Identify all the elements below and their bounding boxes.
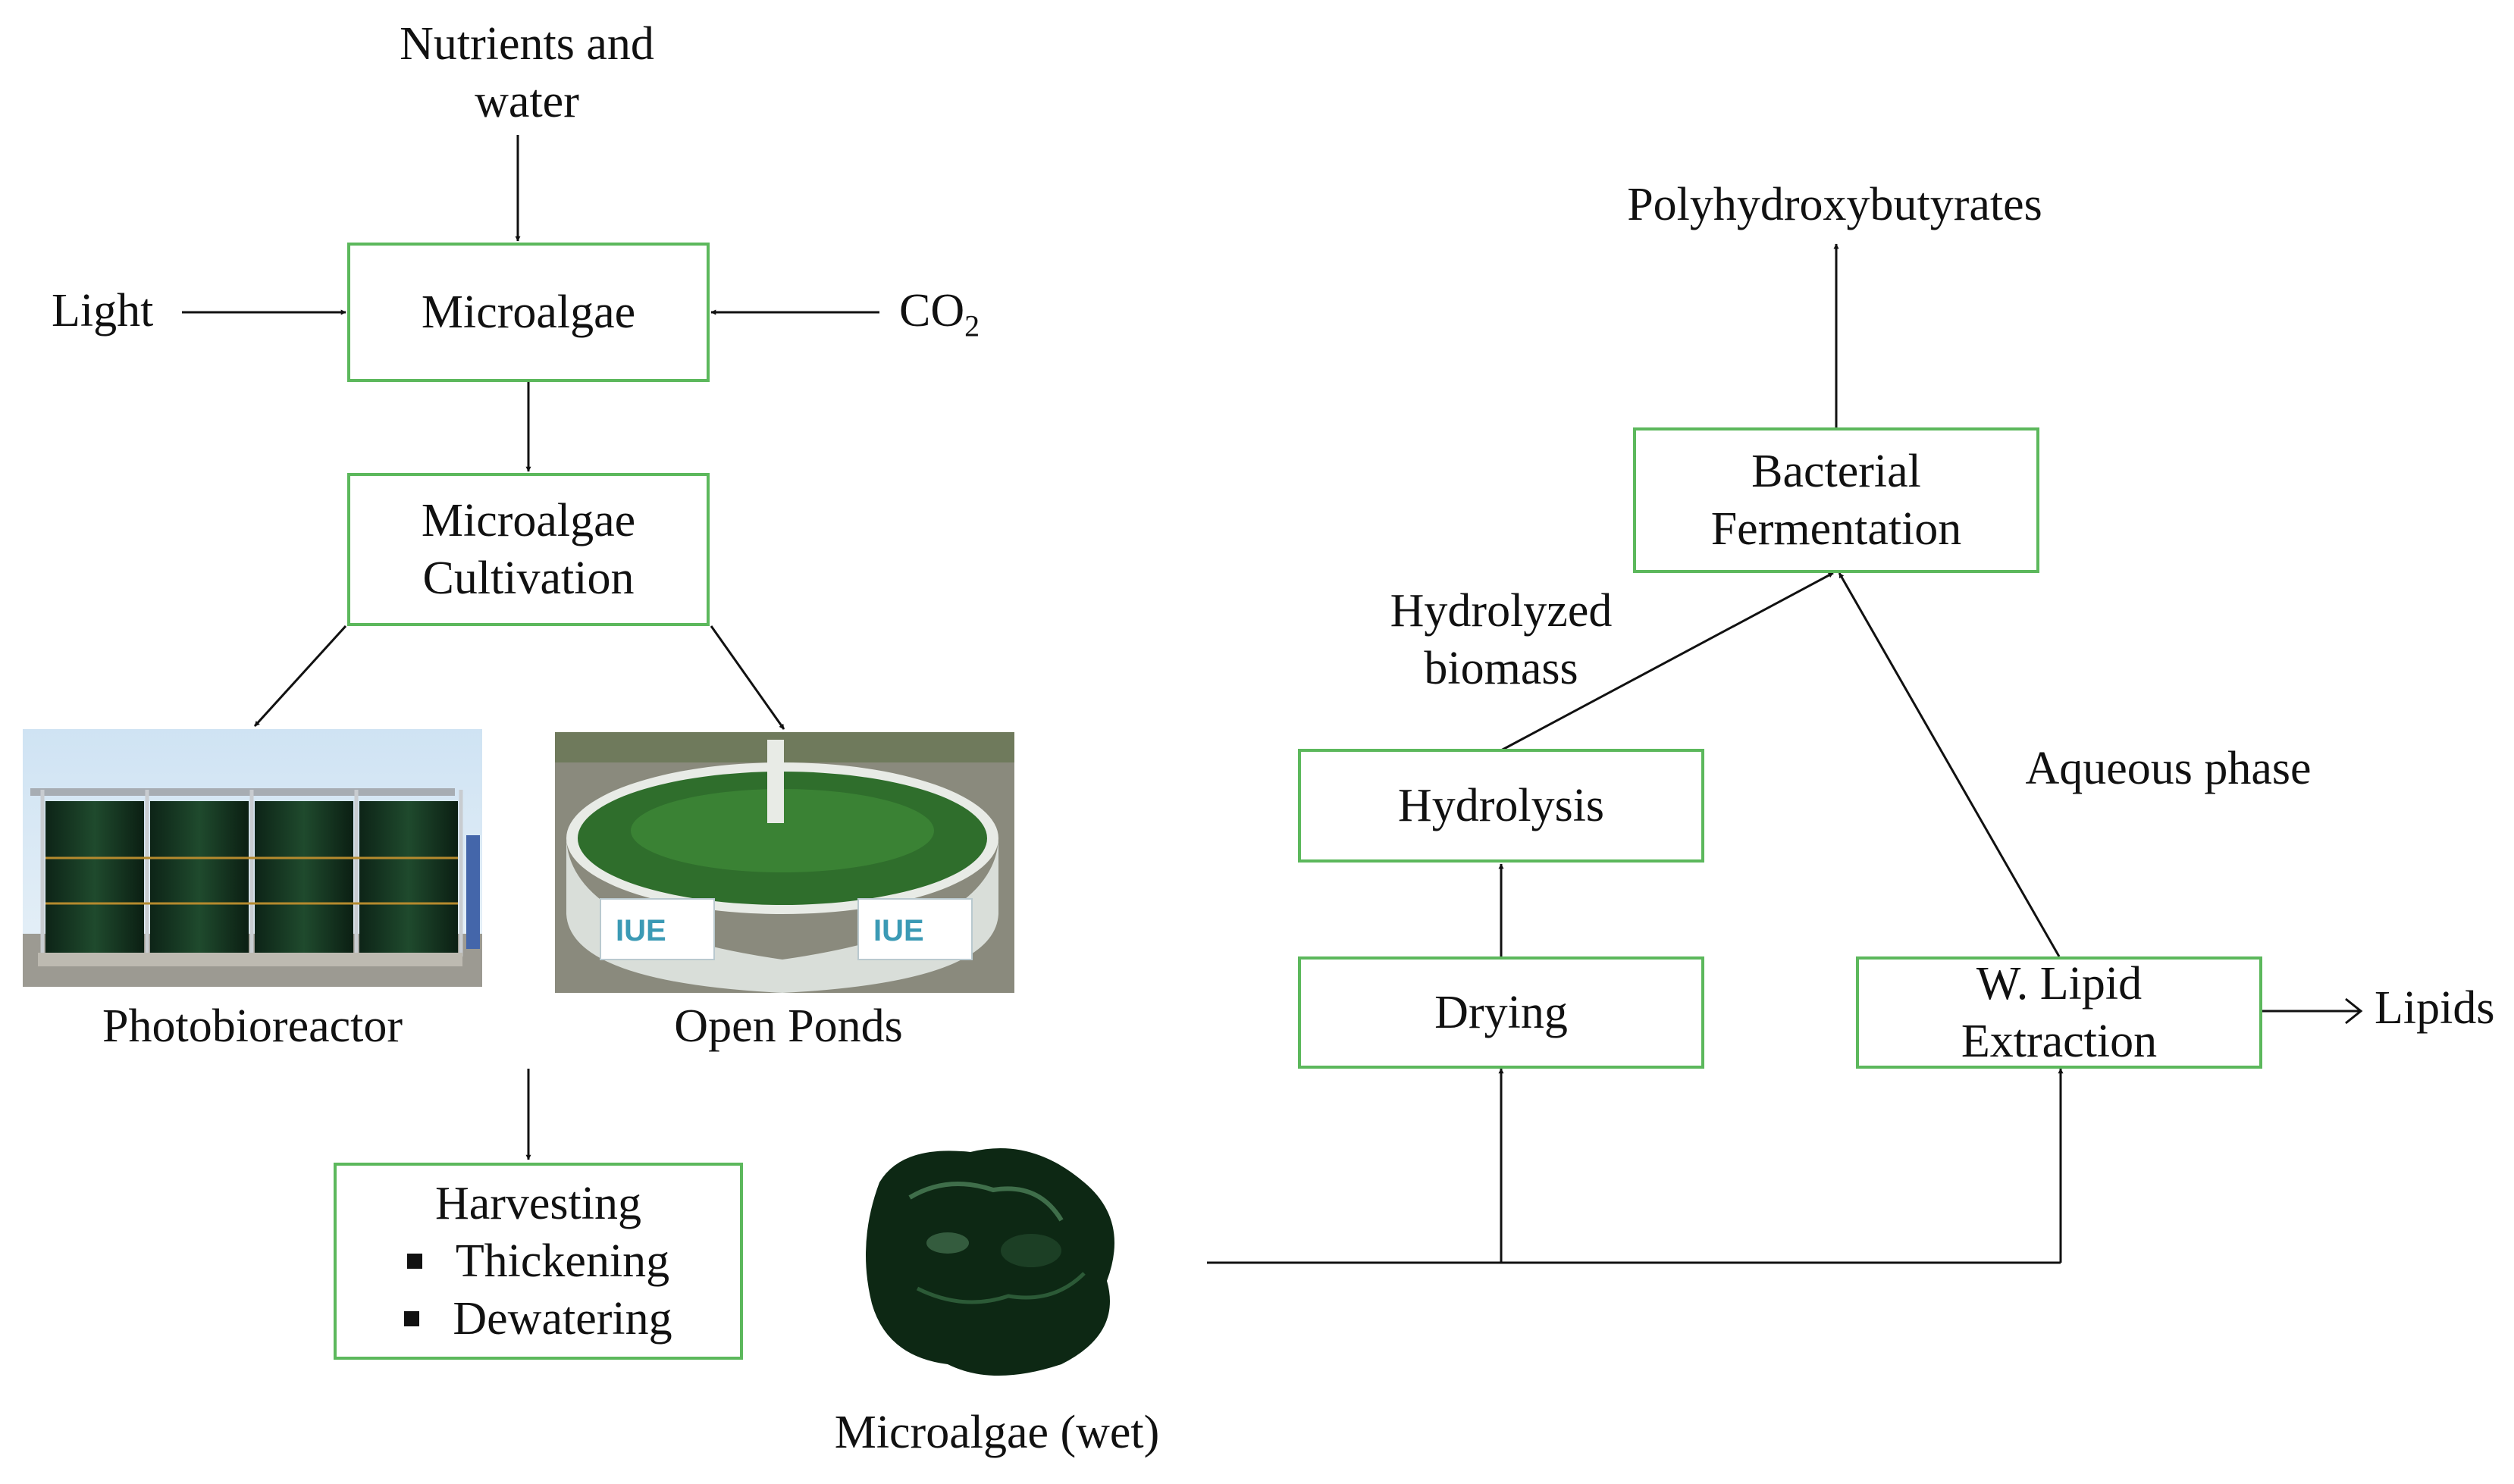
open-ponds-caption: Open Ponds — [674, 1000, 903, 1052]
harvesting-item: Thickening — [406, 1232, 669, 1290]
fermentation-box: Bacterial Fermentation — [1633, 427, 2039, 573]
arrow-cultivation-to-ponds — [710, 625, 785, 730]
harvesting-box: Harvesting Thickening Dewatering — [334, 1163, 743, 1360]
pond-sign-logo-right: IUE — [873, 914, 924, 947]
lipids-label: Lipids — [2375, 982, 2495, 1034]
cultivation-box: Microalgae Cultivation — [347, 473, 710, 626]
microalgae-wet-caption: Microalgae (wet) — [834, 1407, 1160, 1458]
pond-sign-logo-left: IUE — [616, 914, 666, 947]
arrow-hydrolysis-to-fermentation — [1500, 571, 1834, 752]
phb-label: Polyhydroxybutyrates — [1627, 179, 2042, 230]
lipids-open-arrowhead — [2345, 997, 2363, 1025]
harvesting-item: Dewatering — [404, 1290, 672, 1348]
hydrolysis-box: Hydrolysis — [1298, 749, 1704, 863]
arrow-cultivation-to-photobioreactor — [253, 625, 347, 728]
co2-label: CO2 — [899, 285, 980, 343]
bullet-icon — [406, 1254, 422, 1269]
photobioreactor-caption: Photobioreactor — [102, 1000, 403, 1052]
drying-box: Drying — [1298, 956, 1704, 1069]
nutrients-label: Nutrients and water — [400, 18, 654, 127]
aqueous-phase-label: Aqueous phase — [2025, 743, 2312, 794]
microalgae-wet-photo — [857, 1137, 1134, 1384]
arrow-lipid-to-fermentation — [1838, 572, 2061, 957]
open-ponds-photo: IUE IUE — [555, 732, 1014, 993]
microalgae-box: Microalgae — [347, 243, 710, 382]
light-label: Light — [52, 285, 154, 337]
bullet-icon — [404, 1311, 420, 1326]
hydrolyzed-biomass-label: Hydrolyzed biomass — [1390, 585, 1613, 694]
photobioreactor-photo — [23, 729, 482, 987]
lipid-extraction-box: W. Lipid Extraction — [1856, 956, 2262, 1069]
